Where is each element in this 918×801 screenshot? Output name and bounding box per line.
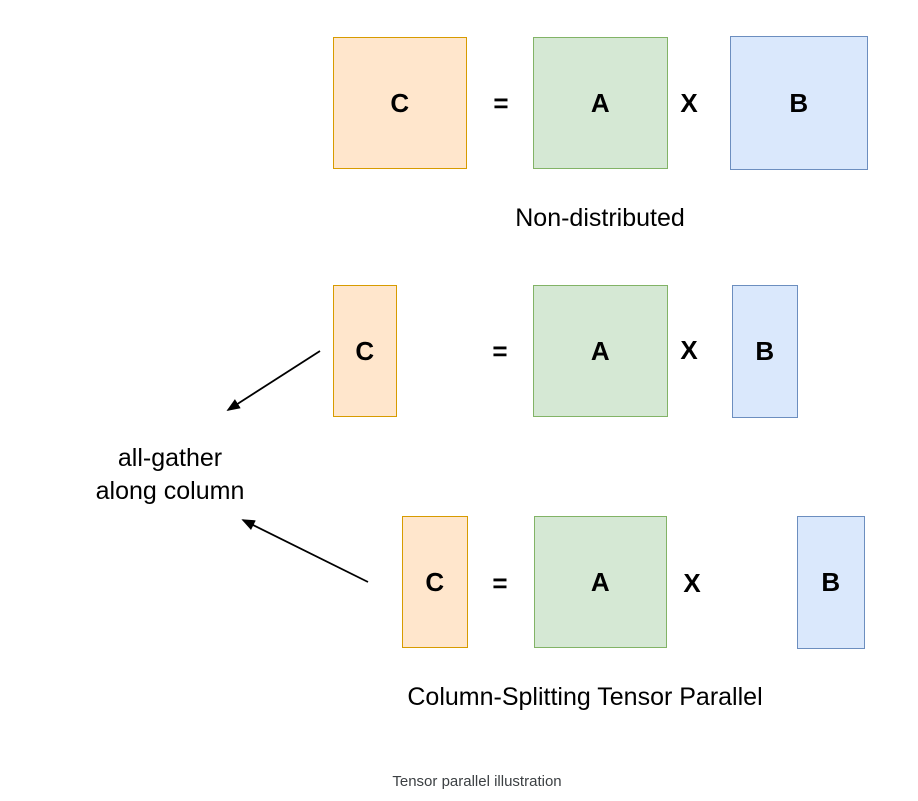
matrix-c-full: C bbox=[333, 37, 467, 169]
all-gather-annotation-line2: along column bbox=[95, 477, 245, 505]
matrix-b-split-row2: B bbox=[732, 285, 798, 418]
multiply-operator-row3: X bbox=[683, 568, 701, 598]
figure-caption: Tensor parallel illustration bbox=[392, 773, 562, 790]
multiply-operator-row1: X bbox=[680, 88, 698, 118]
all-gather-annotation: all-gather along column bbox=[55, 442, 285, 508]
multiply-operator-row2: X bbox=[680, 335, 698, 365]
non-distributed-label: Non-distributed bbox=[515, 204, 685, 232]
all-gather-arrow-from-row3 bbox=[241, 519, 369, 583]
matrix-a-full-row2: A bbox=[533, 285, 668, 417]
all-gather-arrow-from-row2 bbox=[226, 350, 321, 411]
matrix-c-split: C bbox=[333, 285, 397, 417]
matrix-a-full-row3: A bbox=[534, 516, 667, 648]
matrix-b-full: B bbox=[730, 36, 868, 170]
equals-operator-row1: = bbox=[493, 88, 509, 118]
column-splitting-label: Column-Splitting Tensor Parallel bbox=[407, 683, 763, 711]
equals-operator-row2: = bbox=[492, 336, 508, 366]
all-gather-annotation-line1: all-gather bbox=[117, 444, 223, 472]
equals-operator-row3: = bbox=[492, 568, 508, 598]
matrix-b-split-row3: B bbox=[797, 516, 865, 649]
matrix-a-full: A bbox=[533, 37, 668, 169]
matrix-c-split-row3: C bbox=[402, 516, 468, 648]
